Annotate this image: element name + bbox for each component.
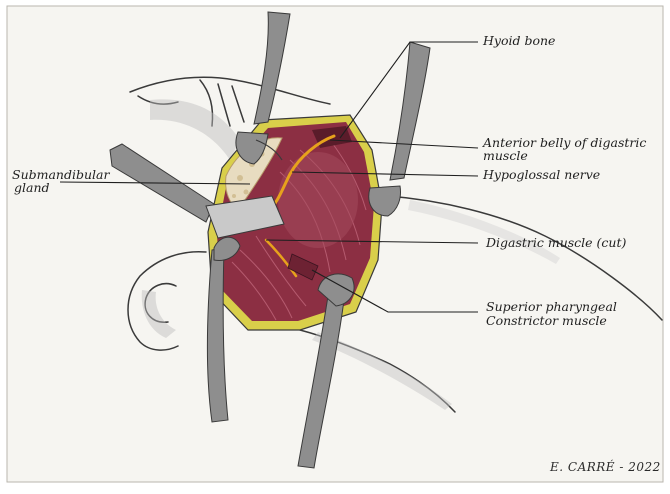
retractor-top-right bbox=[389, 41, 431, 181]
label-submandibular-line1: Submandibular bbox=[12, 167, 110, 182]
leader-hypoglossal bbox=[291, 171, 479, 177]
leader-digastric bbox=[265, 239, 479, 244]
retractor-top-left-prong bbox=[255, 139, 283, 161]
retractor-bottom-left-hook bbox=[213, 236, 241, 261]
leader-lines bbox=[59, 41, 479, 313]
hypoglossal-nerve bbox=[266, 134, 336, 214]
leader-hyoid bbox=[339, 41, 478, 139]
retractor-top-left-hook bbox=[235, 131, 269, 165]
leader-anterior-belly bbox=[329, 139, 479, 149]
label-submandibular-line2: gland bbox=[14, 180, 50, 195]
label-superior-pharyngeal-line2: Constrictor muscle bbox=[486, 313, 607, 328]
label-digastric-cut: Digastric muscle (cut) bbox=[486, 235, 627, 250]
label-anterior-belly-line1: Anterior belly of digastric bbox=[483, 135, 647, 150]
nerve-branch bbox=[264, 238, 298, 278]
pencil-shading bbox=[141, 99, 560, 410]
retractor-top-right-hook bbox=[368, 185, 401, 217]
leader-superior-pharyngeal bbox=[311, 269, 478, 313]
retractor-bottom-right-hook bbox=[317, 273, 355, 307]
digastric-cut bbox=[287, 253, 319, 281]
artist-signature: E. CARRÉ - 2022 bbox=[550, 460, 661, 474]
label-hyoid-bone: Hyoid bone bbox=[483, 33, 556, 48]
retractor-top-left bbox=[253, 11, 291, 125]
retractor-bottom-right bbox=[297, 295, 345, 469]
muscle-bulge bbox=[278, 152, 358, 248]
retractors bbox=[109, 11, 431, 469]
label-superior-pharyngeal-line1: Superior pharyngeal bbox=[486, 299, 617, 314]
leader-submandibular bbox=[59, 181, 251, 185]
retractor-left-blade bbox=[205, 195, 285, 239]
label-hypoglossal-nerve: Hypoglossal nerve bbox=[483, 167, 601, 182]
label-anterior-belly-line2: muscle bbox=[483, 148, 528, 163]
retractor-bottom-left bbox=[207, 247, 229, 423]
